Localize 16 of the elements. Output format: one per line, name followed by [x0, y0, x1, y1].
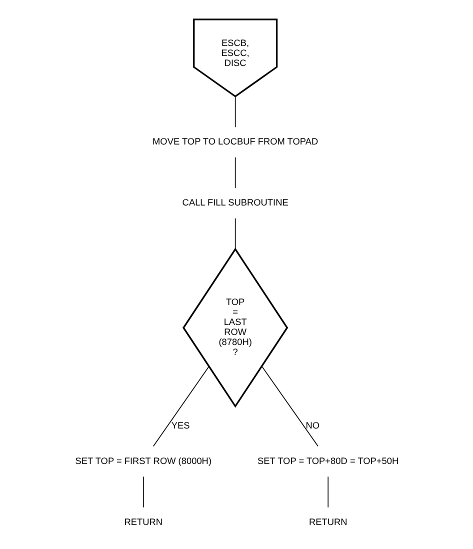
node-diamond: TOP = LAST ROW (8780H) ?: [182, 248, 288, 408]
connector: [327, 476, 328, 508]
node-text: MOVE TOP TO LOCBUF FROM TOPAD: [152, 136, 318, 147]
connector: [142, 476, 144, 508]
connector: [152, 366, 209, 447]
connector: [261, 366, 318, 447]
node-text: CALL FILL SUBROUTINE: [182, 198, 288, 208]
edge-label: NO: [305, 420, 320, 431]
connector: [234, 218, 236, 250]
connector: [234, 156, 236, 189]
connector: [234, 96, 236, 128]
node-text: RETURN: [308, 516, 347, 527]
node-text: SET TOP = TOP+80D = TOP+50H: [257, 456, 398, 466]
edge-label: YES: [170, 420, 190, 431]
node-text: SET TOP = FIRST ROW (8000H): [74, 456, 212, 466]
node-text: RETURN: [124, 516, 162, 527]
